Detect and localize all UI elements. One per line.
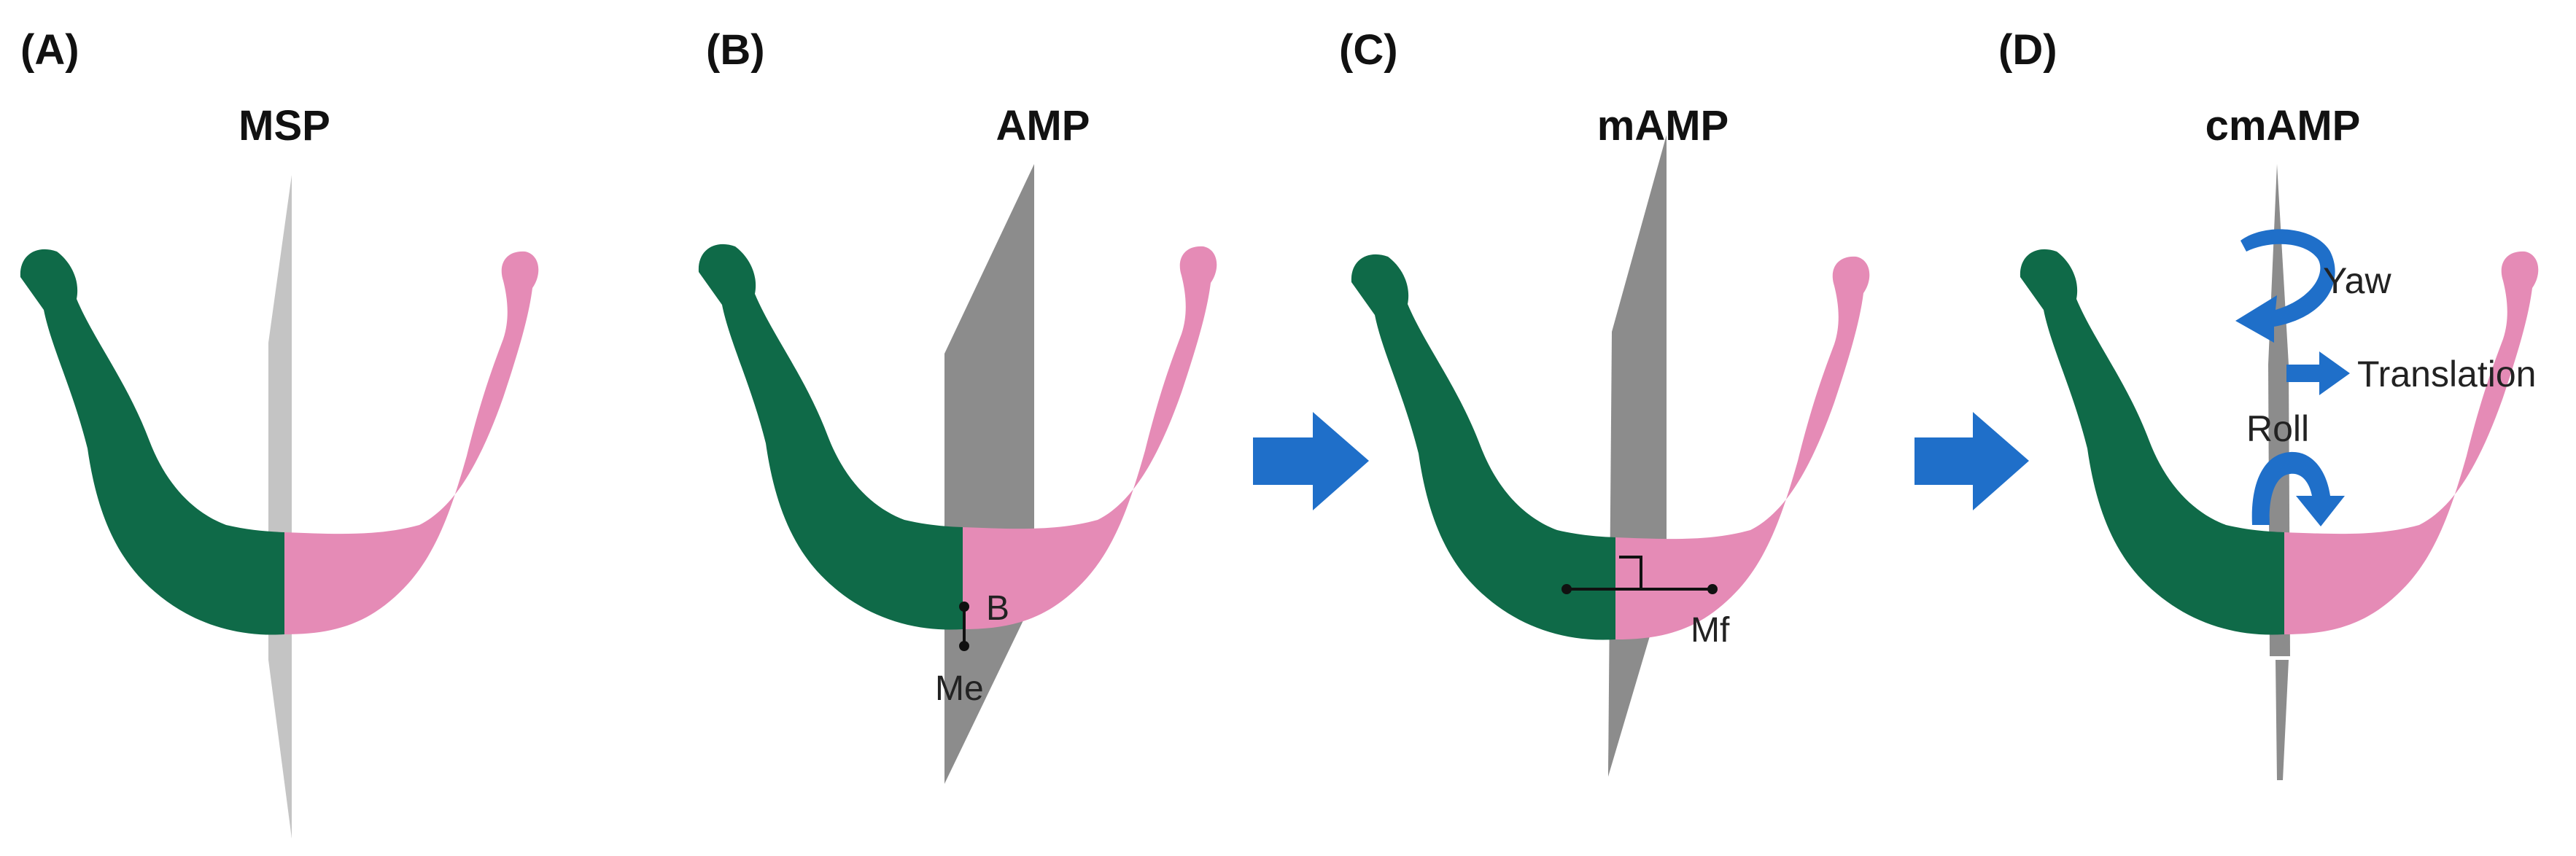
panel-label-d: (D) — [1998, 26, 2057, 74]
mamp-plane-lower — [1608, 665, 1634, 777]
yaw-rotation-icon — [2235, 229, 2335, 343]
landmark-b-label: B — [986, 589, 1009, 628]
landmark-b-point — [959, 602, 969, 612]
translation-arrow-icon — [2286, 351, 2350, 395]
roll-rotation-icon — [2251, 451, 2345, 526]
mandible-right-half-d — [2284, 251, 2539, 634]
landmark-me-point — [959, 641, 969, 651]
panel-label-a: (A) — [20, 26, 79, 74]
mandible-c — [1351, 254, 1870, 640]
plane-title-mamp: mAMP — [1597, 102, 1729, 149]
flow-arrow-c-to-d — [1914, 412, 2029, 510]
landmark-me-label: Me — [935, 669, 984, 708]
plane-title-amp: AMP — [996, 102, 1090, 149]
mandible-left-half-a — [20, 249, 284, 635]
panel-a: (A) MSP — [20, 26, 539, 839]
motion-label-yaw: Yaw — [2323, 260, 2391, 301]
mandible-right-half-a — [284, 251, 539, 634]
panel-label-b: (B) — [706, 26, 765, 74]
cmamp-plane-front — [2276, 660, 2289, 780]
mandible-left-half-d — [2020, 249, 2284, 635]
motion-label-translation: Translation — [2357, 354, 2536, 394]
mandible-left-half-b — [698, 244, 963, 630]
mandible-left-half-c — [1351, 254, 1615, 640]
msp-plane-front — [279, 660, 292, 839]
panel-c: (C) mAMP Mf — [1339, 26, 1870, 777]
mf-point-left — [1561, 584, 1572, 594]
amp-plane-lower — [944, 655, 970, 784]
panel-label-c: (C) — [1339, 26, 1398, 74]
plane-title-cmamp: cmAMP — [2205, 102, 2361, 149]
motion-label-roll: Roll — [2246, 408, 2309, 449]
landmark-mf-label: Mf — [1691, 611, 1730, 650]
plane-title-msp: MSP — [238, 102, 330, 149]
right-angle-marker — [1619, 556, 1642, 589]
flow-arrow-b-to-c — [1253, 412, 1369, 510]
panel-b: (B) AMP B Me — [698, 26, 1217, 784]
panel-d: (D) cmAMP Yaw Translation Roll — [1998, 26, 2539, 780]
mf-point-right — [1707, 584, 1718, 594]
